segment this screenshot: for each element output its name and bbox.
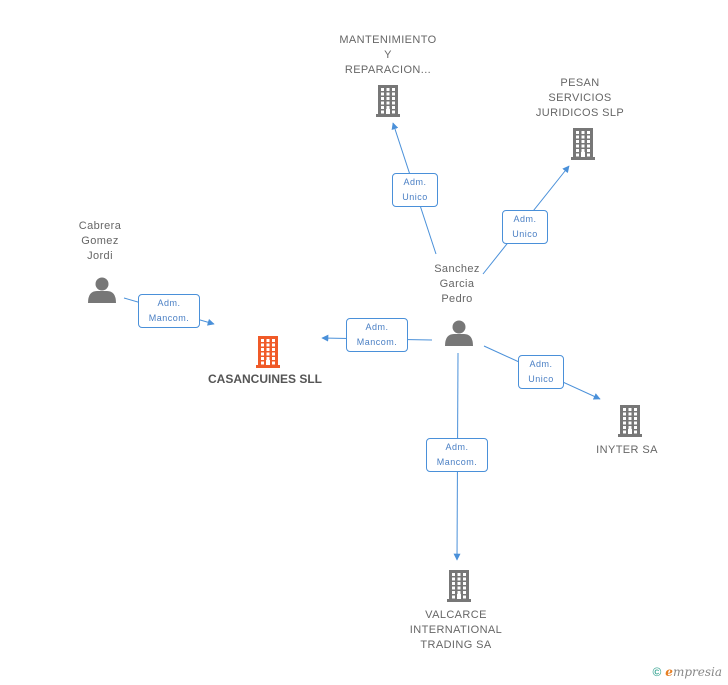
- watermark: © empresia: [652, 665, 722, 679]
- copyright-symbol: ©: [652, 665, 662, 679]
- node-label-valcarce[interactable]: VALCARCE INTERNATIONAL TRADING SA: [409, 609, 503, 651]
- brand-logo: empresia: [665, 665, 722, 679]
- edge-label-cabrera-to-casancuines[interactable]: Adm. Mancom.: [138, 294, 200, 328]
- edge-label-sanchez-to-pesan[interactable]: Adm. Unico: [502, 210, 548, 244]
- node-label-mantenimiento[interactable]: MANTENIMIENTO Y REPARACION...: [339, 34, 437, 76]
- edge-label-sanchez-to-casancuines[interactable]: Adm. Mancom.: [346, 318, 408, 352]
- person-icon: [88, 277, 116, 303]
- building-icon: [447, 570, 471, 602]
- edge-label-sanchez-to-mantenimiento[interactable]: Adm. Unico: [392, 173, 438, 207]
- node-label-cabrera[interactable]: Cabrera Gomez Jordi: [78, 220, 122, 262]
- building-icon: [571, 128, 595, 160]
- node-label-sanchez[interactable]: Sanchez Garcia Pedro: [434, 263, 480, 305]
- edge-label-sanchez-to-inyter[interactable]: Adm. Unico: [518, 355, 564, 389]
- person-icon: [445, 320, 473, 346]
- node-label-casancuines[interactable]: CASANCUINES SLL: [207, 372, 322, 386]
- edge-label-sanchez-to-valcarce[interactable]: Adm. Mancom.: [426, 438, 488, 472]
- building-icon: [376, 85, 400, 117]
- building-icon: [256, 336, 280, 368]
- node-label-pesan[interactable]: PESAN SERVICIOS JURIDICOS SLP: [535, 77, 625, 119]
- building-icon: [618, 405, 642, 437]
- node-label-inyter[interactable]: INYTER SA: [596, 444, 658, 456]
